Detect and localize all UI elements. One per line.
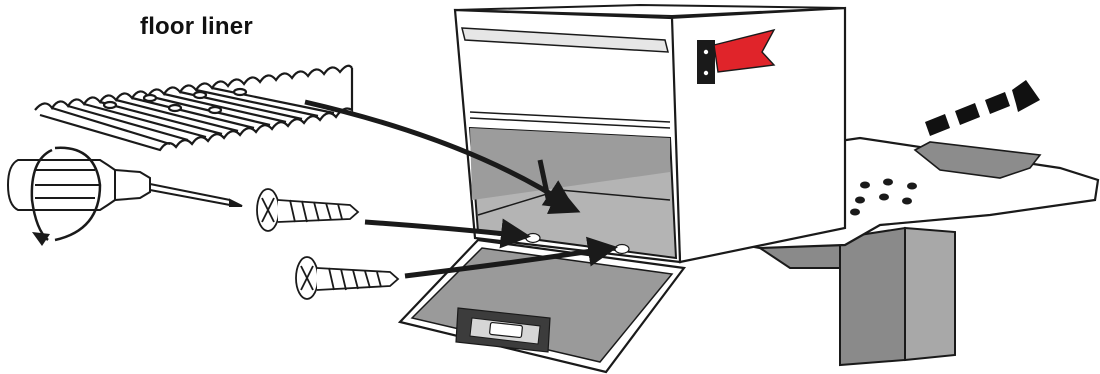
screwdriver-icon bbox=[8, 160, 242, 210]
corrugated-floor-liner-icon bbox=[35, 66, 352, 150]
mounting-post bbox=[760, 228, 955, 365]
screw-hole bbox=[526, 234, 540, 243]
screw-icon bbox=[257, 189, 358, 231]
slide-direction-arrow-icon bbox=[925, 80, 1040, 136]
mailbox bbox=[400, 5, 845, 372]
screw-hole bbox=[615, 245, 629, 254]
screw-icon bbox=[296, 257, 398, 299]
